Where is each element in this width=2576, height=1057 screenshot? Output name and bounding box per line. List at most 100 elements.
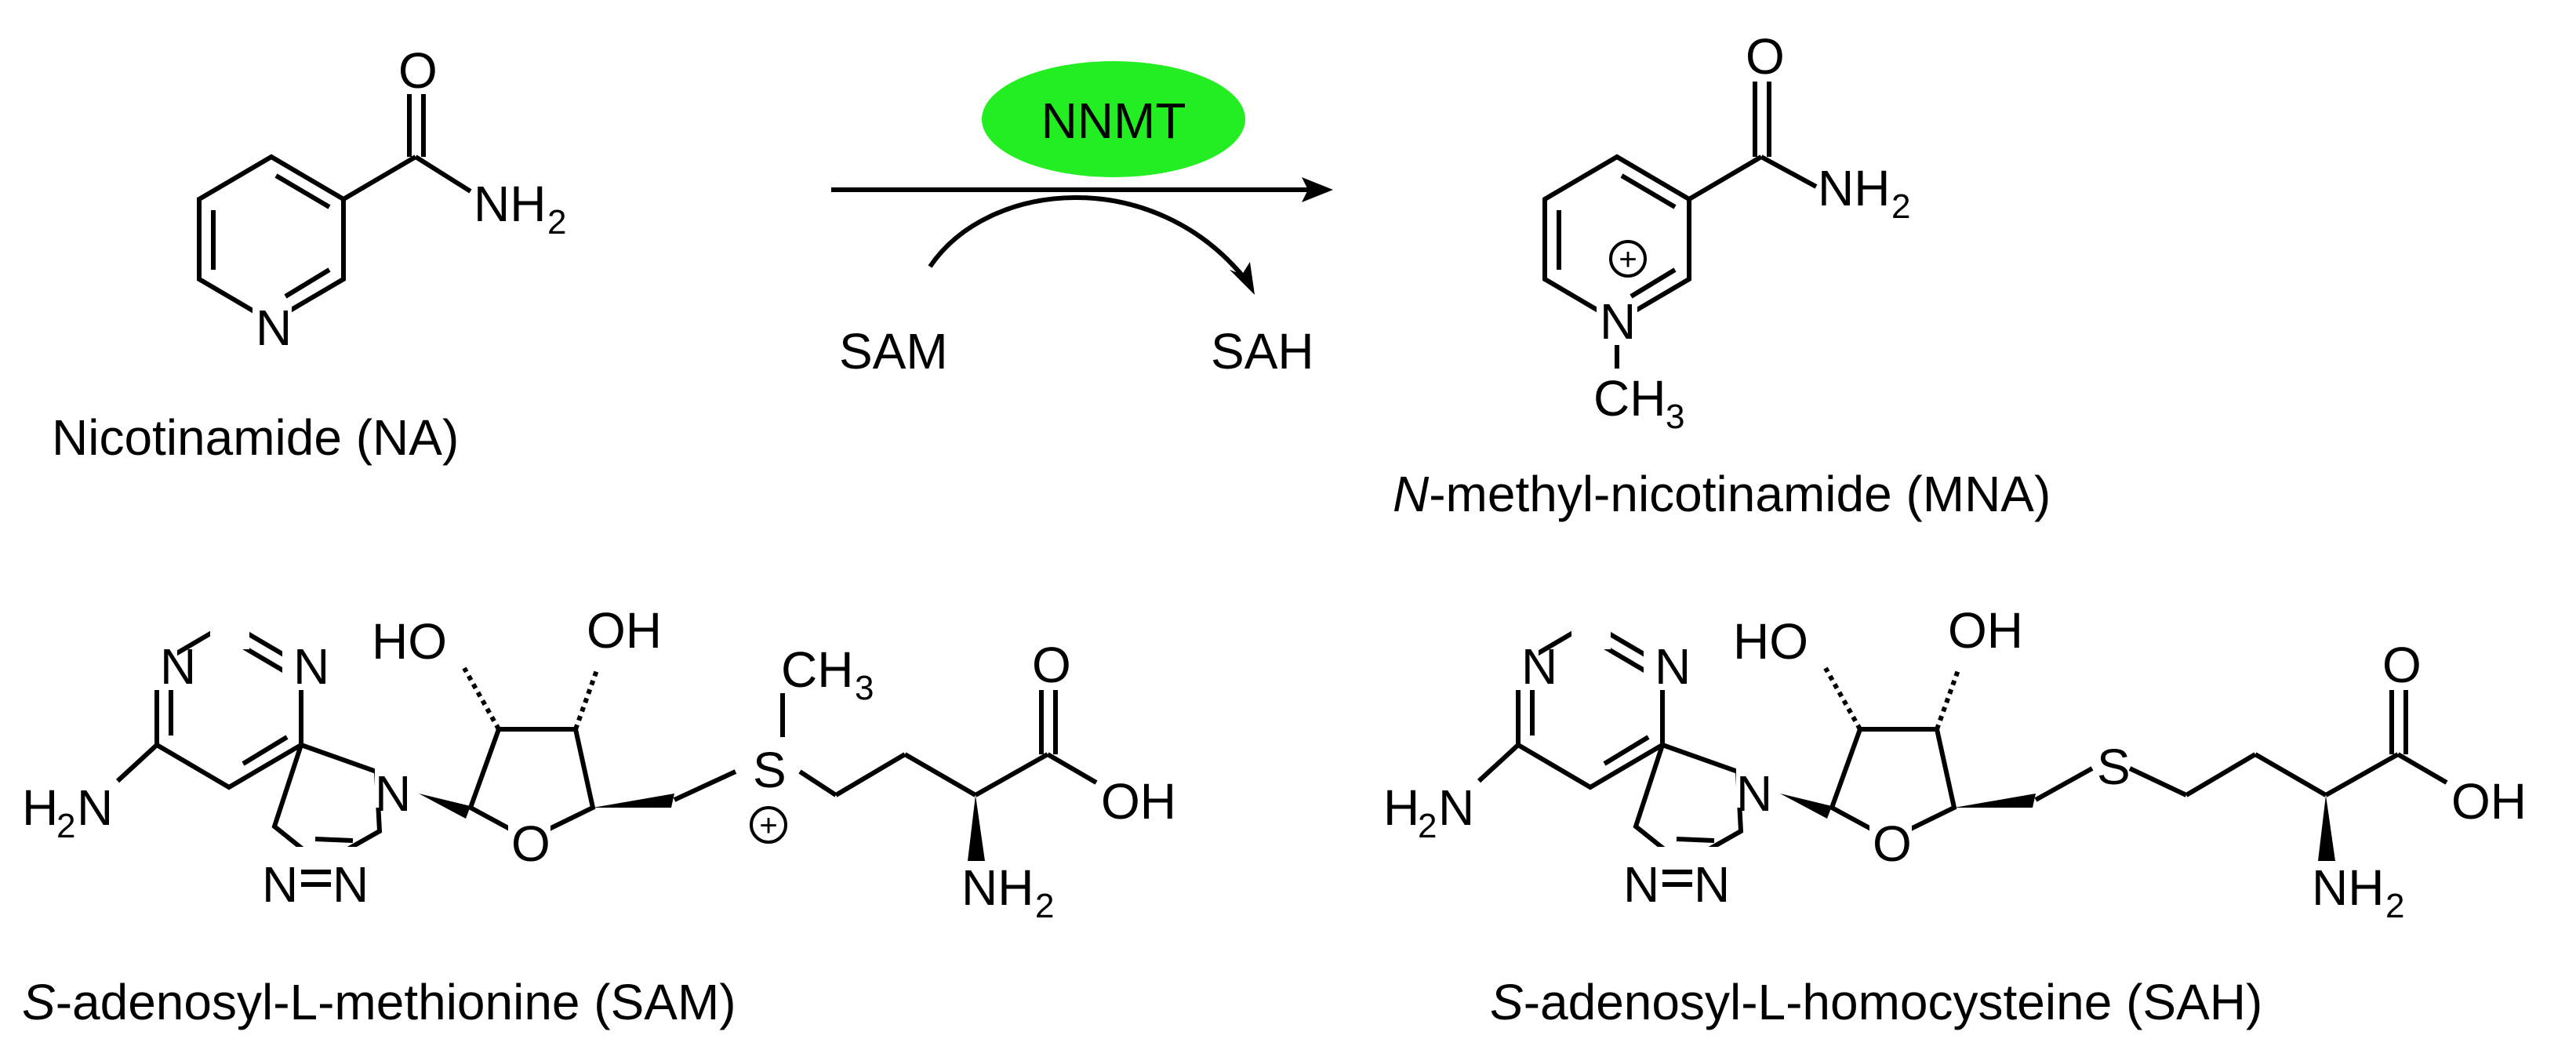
- sah-h2n-subscript: 2: [1418, 807, 1437, 845]
- reaction-arrow-group: NNMT SAM SAH: [831, 61, 1333, 380]
- nicotinamide-n-atom: N: [256, 300, 292, 356]
- mna-carbonyl-bond: [1688, 154, 1763, 202]
- mna-caption-italic: N: [1393, 466, 1430, 522]
- sam-oh-bond: [573, 667, 600, 731]
- sah-h2n-atom: H: [1383, 779, 1419, 836]
- enzyme-label: NNMT: [1041, 93, 1186, 149]
- sam-s-chain-bond: [798, 769, 837, 797]
- mna-ch-subscript: 3: [1666, 398, 1684, 436]
- sam-oh-acid-atom: OH: [1101, 773, 1176, 830]
- sah-chain-bond: [2254, 752, 2327, 797]
- sah-chain-bond: [2324, 752, 2400, 797]
- sah-nh2-bond: [1477, 743, 1521, 783]
- sam-n9-atom: N: [375, 765, 411, 822]
- sam-double-bond: [242, 735, 289, 766]
- nicotinamide-caption: Nicotinamide (NA): [52, 409, 459, 466]
- sam-nn-atom: N: [262, 856, 298, 913]
- mna-cn-bond: [1760, 154, 1818, 189]
- sam-wedge-bond-2: [593, 794, 674, 808]
- main-arrow-head: [1302, 177, 1333, 202]
- mna-charge: +: [1619, 242, 1637, 277]
- sah-wedge-bond-2: [1954, 794, 2036, 808]
- sah-nn2-atom: N: [1694, 856, 1730, 913]
- sah-wedge-bond: [1780, 794, 1832, 819]
- nicotinamide-nh-atom: NH: [474, 176, 546, 232]
- cofactor-arrow-head: [1230, 262, 1255, 295]
- sah-caption-italic: S: [1490, 974, 1524, 1030]
- nicotinamide-nh-subscript: 2: [547, 203, 566, 242]
- sam-ch-subscript: 3: [855, 669, 874, 707]
- sah-caption: S-adenosyl-L-homocysteine (SAH): [1490, 974, 2262, 1030]
- sam-s-atom: S: [753, 742, 787, 798]
- mna-caption-rest: -methyl-nicotinamide (MNA): [1429, 466, 2051, 522]
- sah-h2n-n-atom: N: [1438, 779, 1474, 836]
- sam-nh-subscript: 2: [1035, 887, 1054, 925]
- nicotinamide-ring: [197, 154, 346, 325]
- mna-double-bond: [1620, 173, 1677, 209]
- sam-chain-bond: [974, 752, 1049, 797]
- sam-structure: N N H 2 N N N N HO OH O S + CH 3 O OH NH…: [22, 602, 1176, 925]
- mna-charge-circle: [1609, 240, 1647, 278]
- sam-cs-bond: [673, 769, 737, 802]
- sah-caption-rest: -adenosyl-L-homocysteine (SAH): [1524, 974, 2263, 1030]
- mna-caption: N-methyl-nicotinamide (MNA): [1393, 466, 2051, 522]
- sah-oh-bond: [1935, 667, 1961, 731]
- sah-wedge-nh2: [2318, 795, 2335, 861]
- mna-nh-subscript: 2: [1891, 187, 1910, 226]
- sam-caption: S-adenosyl-L-methionine (SAM): [22, 974, 736, 1030]
- sah-oh-acid-atom: OH: [2451, 773, 2527, 830]
- sam-o-ring-atom: O: [511, 815, 550, 872]
- sam-n3-atom: N: [293, 638, 329, 695]
- sah-s-chain-bond: [2128, 766, 2188, 797]
- mna-structure: N + O NH 2 CH 3: [1542, 28, 1910, 436]
- sam-h2n-subscript: 2: [56, 807, 75, 845]
- sam-nn2-atom: N: [332, 856, 369, 913]
- enzyme-ellipse: [982, 61, 1245, 177]
- sam-oh-atom: OH: [587, 602, 662, 659]
- sah-o-acid-atom: O: [2382, 637, 2422, 693]
- cofactor-in-label: SAM: [839, 323, 948, 380]
- nicotinamide-structure: N O NH 2: [197, 42, 566, 356]
- sah-oh-atom: OH: [1948, 602, 2023, 659]
- sah-chain-bond: [2185, 752, 2257, 797]
- sam-h2n-n-atom: N: [77, 779, 113, 836]
- sah-ho-bond: [1823, 667, 1862, 731]
- sah-ho-atom: HO: [1733, 613, 1808, 670]
- nicotinamide-carbonyl-bond: [342, 154, 417, 202]
- mna-double-bond: [1630, 267, 1677, 299]
- nicotinamide-cn-bond: [414, 154, 472, 194]
- sam-h2n-atom: H: [22, 779, 58, 836]
- sah-nn-double: [1676, 837, 1715, 843]
- mna-o-atom: O: [1746, 28, 1785, 85]
- mna-ch-atom: CH: [1593, 370, 1666, 427]
- sah-coh-bond: [2396, 752, 2448, 785]
- sam-wedge-nh2: [968, 795, 985, 861]
- cofactor-curve-arrow: [928, 195, 1248, 281]
- sah-structure: N N H 2 N N N N HO OH O S O OH NH 2: [1383, 602, 2527, 925]
- sam-chain-bond: [834, 752, 907, 797]
- nicotinamide-double-bond: [274, 173, 331, 209]
- sah-n9-atom: N: [1736, 765, 1772, 822]
- sah-double-bond: [1603, 735, 1650, 766]
- sam-caption-rest: -adenosyl-L-methionine (SAM): [56, 974, 736, 1030]
- sam-n1-atom: N: [160, 638, 196, 695]
- sam-o-acid-atom: O: [1032, 637, 1071, 693]
- sam-charge-circle: [750, 806, 787, 844]
- sam-wedge-bond: [419, 794, 471, 819]
- sam-coh-bond: [1046, 752, 1098, 785]
- sam-chain-bond: [903, 752, 977, 797]
- nicotinamide-double-bond: [284, 267, 331, 299]
- sah-nh-subscript: 2: [2385, 887, 2404, 925]
- nicotinamide-o-atom: O: [398, 42, 438, 99]
- sah-nh-atom: NH: [2312, 859, 2384, 916]
- sah-triazole-ring: [1633, 742, 1744, 867]
- mna-n-atom: N: [1600, 293, 1636, 350]
- sam-triazole-ring: [271, 742, 383, 867]
- sam-nh-atom: NH: [961, 859, 1034, 916]
- sah-cs-bond: [2034, 766, 2094, 802]
- cofactor-out-label: SAH: [1211, 323, 1314, 380]
- sam-nn-double: [314, 837, 354, 843]
- sam-ho-atom: HO: [372, 613, 447, 670]
